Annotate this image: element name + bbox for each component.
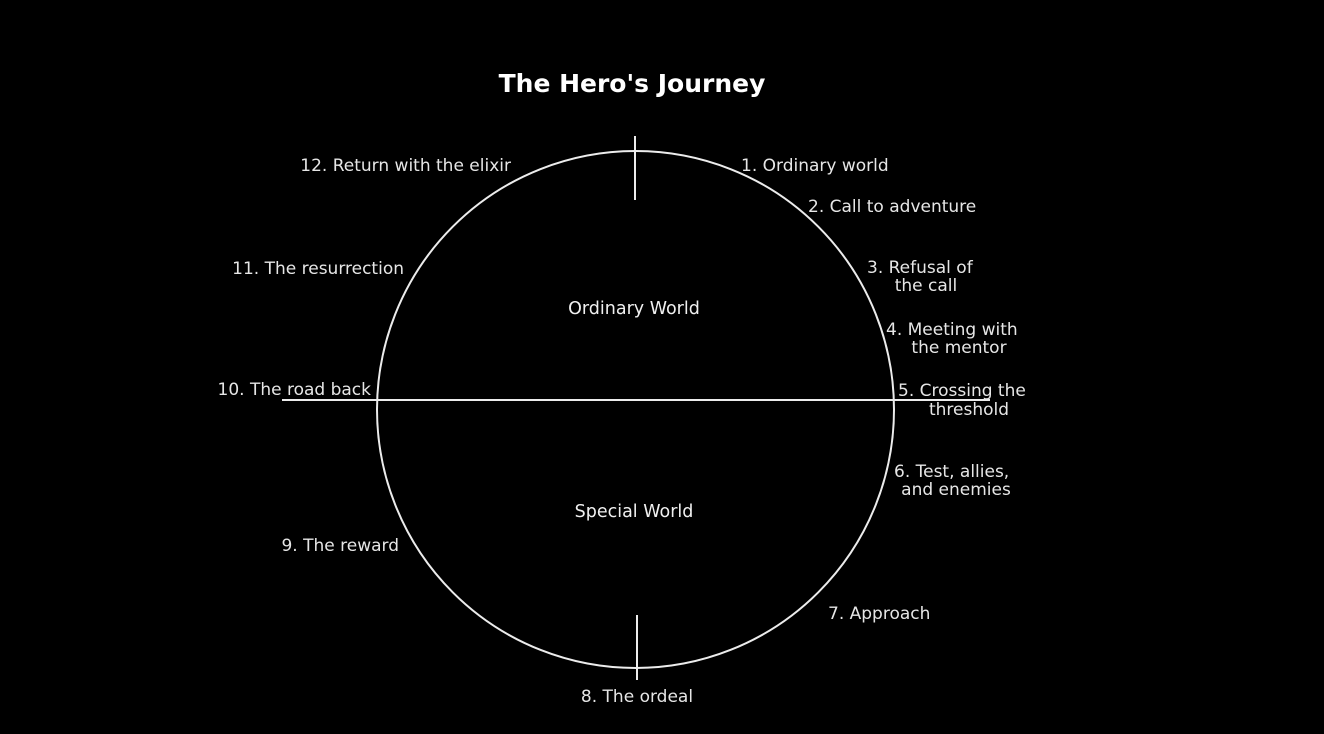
stage-1: 1. Ordinary world (741, 156, 889, 176)
stage-5: 5. Crossing the threshold (898, 381, 1026, 420)
stage-11: 11. The resurrection (232, 259, 404, 279)
stage-2: 2. Call to adventure (808, 197, 976, 217)
stage-5-line-2: threshold (929, 400, 1009, 420)
stage-9: 9. The reward (281, 536, 399, 556)
stage-10: 10. The road back (218, 380, 372, 400)
stage-5-line-1: 5. Crossing the (898, 381, 1026, 401)
stage-6-line-2: and enemies (901, 480, 1011, 500)
stage-6-line-1: 6. Test, allies, (894, 462, 1009, 482)
region-ordinary-world: Ordinary World (568, 299, 700, 319)
stage-6: 6. Test, allies, and enemies (894, 462, 1011, 500)
stage-3-line-2: the call (895, 276, 958, 296)
stage-4-line-1: 4. Meeting with (886, 320, 1018, 340)
stage-12: 12. Return with the elixir (300, 156, 511, 176)
stage-7: 7. Approach (828, 604, 930, 624)
diagram-title: The Hero's Journey (499, 69, 766, 98)
stage-4-line-2: the mentor (911, 338, 1006, 358)
stage-4: 4. Meeting with the mentor (886, 320, 1018, 358)
stage-3: 3. Refusal of the call (867, 258, 974, 296)
stage-8: 8. The ordeal (581, 687, 693, 707)
region-special-world: Special World (575, 502, 694, 522)
journey-circle (376, 150, 895, 669)
stage-3-line-1: 3. Refusal of (867, 258, 974, 278)
